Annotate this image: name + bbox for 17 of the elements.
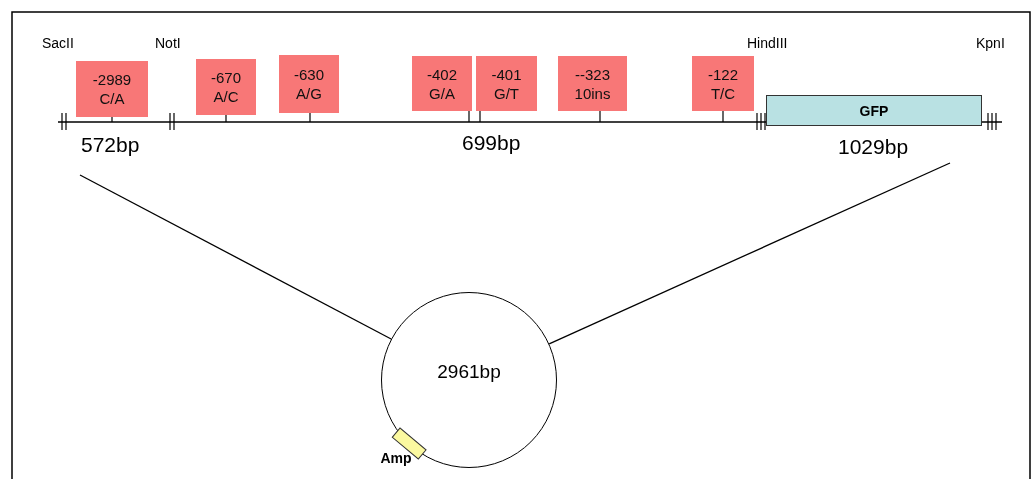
- length-label: 699bp: [462, 131, 521, 155]
- site-label: HindIII: [747, 35, 788, 51]
- mutation-box: -401 G/T: [476, 56, 537, 111]
- site-label: KpnI: [976, 35, 1005, 51]
- length-label: 1029bp: [838, 135, 909, 159]
- zoom-line: [79, 174, 392, 340]
- mutation-box: -402 G/A: [412, 56, 472, 111]
- length-label: 572bp: [81, 133, 140, 157]
- gene-box: GFP: [766, 95, 982, 126]
- mutation-box: -630 A/G: [279, 55, 339, 113]
- zoom-line: [548, 162, 951, 345]
- mutation-box: -670 A/C: [196, 59, 256, 115]
- mutation-box: --323 10ins: [558, 56, 627, 111]
- mutation-box: -122 T/C: [692, 56, 754, 111]
- site-label: NotI: [155, 35, 181, 51]
- mutation-box: -2989 C/A: [76, 61, 148, 117]
- site-label: SacII: [42, 35, 74, 51]
